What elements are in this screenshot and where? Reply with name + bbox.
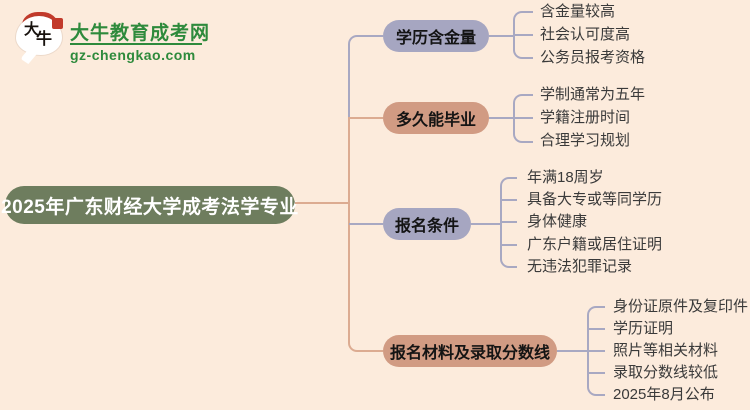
bracket4-stub (587, 350, 605, 352)
child-item: 公务员报考资格 (540, 49, 646, 66)
connector-node4-bracket (557, 350, 587, 352)
child-item: 学历证明 (613, 320, 674, 337)
child-item: 含金量较高 (540, 3, 616, 20)
child-item: 身份证原件及复印件 (613, 298, 749, 315)
bracket1-stub (513, 34, 533, 36)
connector-trunk-upper (348, 35, 383, 119)
branch-node-cailiao-fenshuxian: 报名材料及录取分数线 (383, 335, 557, 367)
child-item: 年满18周岁 (527, 169, 604, 186)
child-item: 照片等相关材料 (613, 342, 719, 359)
branch-node-duojiu-biye: 多久能毕业 (383, 102, 489, 134)
logo-red-seal-icon (52, 18, 63, 29)
branch-node-xueli-hanjinliang: 学历含金量 (383, 20, 489, 52)
bracket4-stub (587, 372, 605, 374)
child-item: 2025年8月公布 (613, 386, 715, 403)
child-item: 合理学习规划 (540, 132, 631, 149)
branch-node-baoming-tiaojian: 报名条件 (383, 208, 471, 240)
bracket3-stub (500, 221, 517, 223)
site-url: gz-chengkao.com (70, 47, 196, 63)
child-item: 社会认可度高 (540, 26, 631, 43)
child-item: 无违法犯罪记录 (527, 258, 633, 275)
bracket3-stub (500, 244, 517, 246)
child-item: 录取分数线较低 (613, 364, 719, 381)
connector-node1-bracket (489, 35, 513, 37)
child-item: 学籍注册时间 (540, 109, 631, 126)
bracket2-top (513, 94, 533, 118)
bracket3-stub (500, 199, 517, 201)
site-logo[interactable]: 大 牛 大牛教育成考网 gz-chengkao.com (16, 12, 246, 70)
logo-char-da: 大 (24, 21, 40, 38)
mindmap-root-node: 2025年广东财经大学成考法学专业 (1, 186, 298, 224)
bracket4-stub (587, 328, 605, 330)
bracket2-stub (513, 117, 533, 119)
connector-node3-bracket (471, 223, 500, 225)
child-item: 具备大专或等同学历 (527, 191, 663, 208)
logo-divider (70, 43, 202, 45)
child-item: 学制通常为五年 (540, 86, 646, 103)
connector-branch2 (349, 117, 383, 119)
daniu-cow-logo-icon: 大 牛 (16, 12, 66, 64)
connector-trunk-lower (348, 117, 383, 352)
connector-root-trunk (295, 202, 348, 204)
connector-node2-bracket (489, 117, 513, 119)
connector-branch3 (349, 223, 383, 225)
site-title: 大牛教育成考网 (70, 23, 211, 44)
bracket3-bottom (500, 224, 517, 268)
bracket2-bottom (513, 118, 533, 143)
bracket1-bottom (513, 36, 533, 59)
child-item: 身体健康 (527, 213, 588, 230)
child-item: 广东户籍或居住证明 (527, 236, 663, 253)
bracket1-top (513, 11, 533, 36)
logo-char-niu: 牛 (36, 31, 53, 48)
